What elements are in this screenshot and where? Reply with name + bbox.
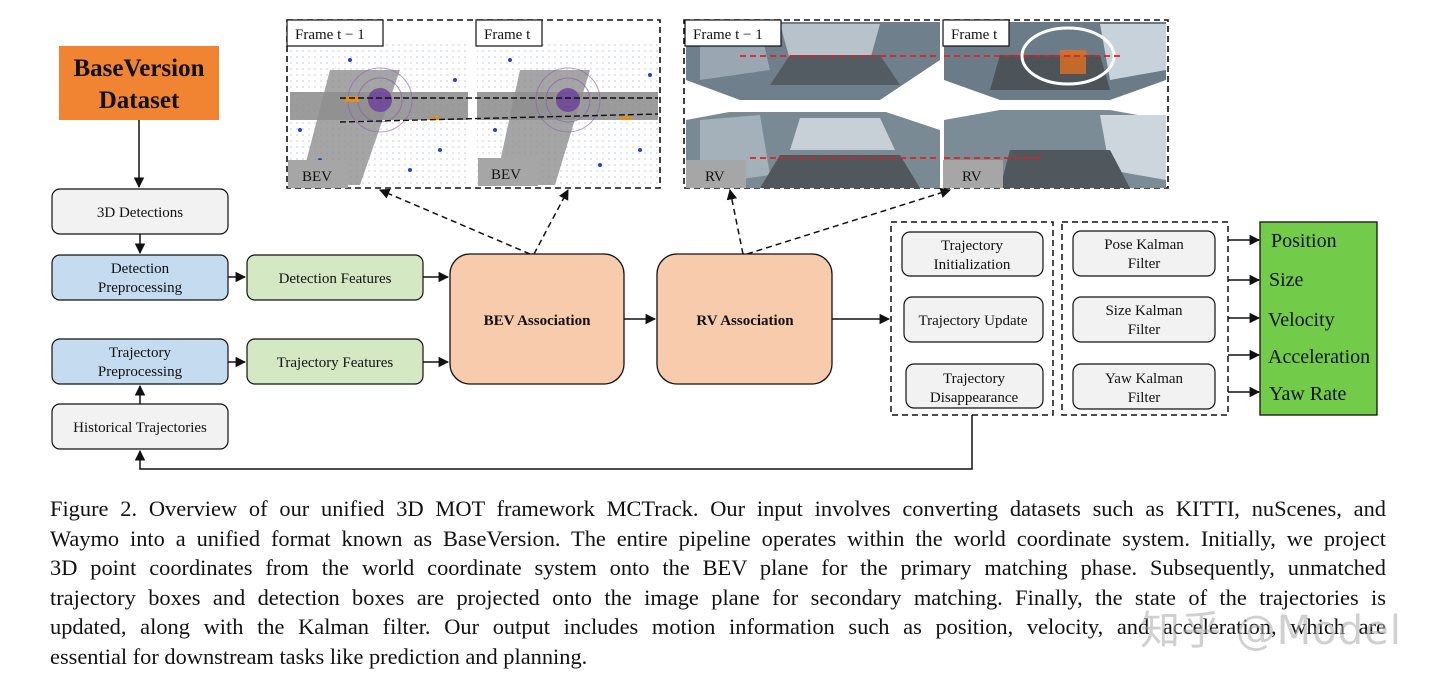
svg-text:BEV Association: BEV Association bbox=[484, 313, 591, 329]
watermark: 知乎 @Model bbox=[1140, 608, 1402, 654]
bev-panel: Frame t − 1 Frame t BEV BEV bbox=[286, 19, 661, 189]
svg-text:Preprocessing: Preprocessing bbox=[98, 364, 183, 380]
kalman-filter-group: Pose Kalman Filter Size Kalman Filter Ya… bbox=[1061, 221, 1229, 416]
rv-proj-arrow-left bbox=[726, 188, 744, 255]
dataset-box: BaseVersion Dataset bbox=[59, 46, 219, 120]
svg-text:Preprocessing: Preprocessing bbox=[98, 280, 183, 296]
rv-panel: Frame t − 1 Frame t RV RV bbox=[683, 19, 1169, 189]
caption-line: Waymo into a unified format known as Bas… bbox=[50, 525, 1386, 551]
svg-text:Filter: Filter bbox=[1128, 256, 1161, 272]
bev-proj-arrow-left bbox=[379, 188, 531, 255]
caption-line: essential for downstream tasks like pred… bbox=[50, 643, 588, 669]
rv-tag-prev: RV bbox=[705, 169, 725, 185]
svg-text:Pose Kalman: Pose Kalman bbox=[1104, 237, 1184, 253]
svg-text:Filter: Filter bbox=[1128, 390, 1161, 406]
svg-text:Detection: Detection bbox=[111, 261, 170, 277]
caption-line: 3D point coordinates from the world coor… bbox=[50, 555, 1386, 581]
bev-tag-prev: BEV bbox=[302, 169, 332, 185]
dataset-title-line2: Dataset bbox=[99, 87, 180, 114]
detections-3d-box: 3D Detections bbox=[51, 188, 229, 235]
svg-text:Disappearance: Disappearance bbox=[930, 390, 1019, 406]
svg-text:Historical Trajectories: Historical Trajectories bbox=[73, 420, 207, 436]
caption-line: updated, along with the Kalman filter. O… bbox=[50, 614, 1386, 640]
bev-association-box: BEV Association bbox=[449, 253, 625, 385]
svg-text:Trajectory Features: Trajectory Features bbox=[277, 355, 394, 371]
trajectory-features-box: Trajectory Features bbox=[246, 338, 424, 385]
svg-text:Trajectory Update: Trajectory Update bbox=[919, 313, 1028, 329]
output-acceleration: Acceleration bbox=[1268, 346, 1370, 368]
svg-text:Filter: Filter bbox=[1128, 322, 1161, 338]
rv-proj-arrow-right bbox=[746, 187, 952, 255]
output-position: Position bbox=[1271, 230, 1337, 252]
output-box: Position Size Velocity Acceleration Yaw … bbox=[1259, 221, 1378, 416]
frame-prev-label-rv: Frame t − 1 bbox=[693, 27, 763, 43]
output-yaw-rate: Yaw Rate bbox=[1269, 383, 1347, 405]
caption-line: trajectory boxes and detection boxes are… bbox=[50, 584, 1386, 610]
svg-text:Trajectory: Trajectory bbox=[941, 238, 1003, 254]
detections-3d-label: 3D Detections bbox=[97, 205, 183, 221]
svg-text:Trajectory: Trajectory bbox=[943, 371, 1005, 387]
feedback-loop-arrow bbox=[134, 415, 973, 470]
bev-proj-arrow-right bbox=[533, 189, 569, 255]
svg-text:Detection Features: Detection Features bbox=[279, 271, 392, 287]
bev-tag-curr: BEV bbox=[491, 167, 521, 183]
detection-preprocessing-box: Detection Preprocessing bbox=[51, 254, 229, 301]
output-size: Size bbox=[1269, 269, 1304, 291]
rv-association-box: RV Association bbox=[656, 253, 833, 385]
frame-curr-label-rv: Frame t bbox=[951, 27, 998, 43]
svg-text:Size Kalman: Size Kalman bbox=[1105, 303, 1183, 319]
frame-prev-label-bev: Frame t − 1 bbox=[295, 27, 365, 43]
rv-tag-curr: RV bbox=[962, 169, 982, 185]
dataset-title-line1: BaseVersion bbox=[73, 55, 204, 82]
svg-text:RV Association: RV Association bbox=[696, 313, 794, 329]
detection-features-box: Detection Features bbox=[246, 254, 424, 301]
trajectory-management-group: Trajectory Initialization Trajectory Upd… bbox=[890, 221, 1054, 416]
framework-diagram: Frame t − 1 Frame t BEV BEV bbox=[51, 19, 1378, 470]
output-velocity: Velocity bbox=[1268, 309, 1335, 331]
historical-trajectories-box: Historical Trajectories bbox=[51, 403, 229, 450]
frame-curr-label-bev: Frame t bbox=[484, 27, 531, 43]
svg-text:Initialization: Initialization bbox=[934, 257, 1011, 273]
svg-text:Trajectory: Trajectory bbox=[109, 345, 171, 361]
trajectory-preprocessing-box: Trajectory Preprocessing bbox=[51, 338, 229, 385]
caption-line: Figure 2. Overview of our unified 3D MOT… bbox=[50, 496, 1386, 521]
figure-caption: Figure 2. Overview of our unified 3D MOT… bbox=[50, 494, 1386, 672]
svg-text:Yaw Kalman: Yaw Kalman bbox=[1105, 371, 1184, 387]
